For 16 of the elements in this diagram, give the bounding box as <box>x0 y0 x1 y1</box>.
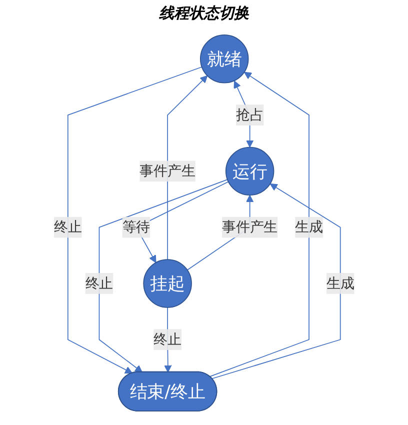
edge-label: 终止 <box>85 274 114 291</box>
arrow <box>167 74 208 260</box>
edge-label: 生成 <box>326 274 354 291</box>
edge-label: 事件产生 <box>140 162 196 179</box>
node-circle: 挂起 <box>143 258 192 308</box>
edge-label: 生成 <box>294 218 323 235</box>
edge-label: 事件产生 <box>222 218 278 235</box>
edge-label: 抢占 <box>236 106 264 122</box>
diagram-title: 线程状态切换 <box>158 4 250 23</box>
node-circle: 运行 <box>225 146 274 196</box>
edge-label: 终止 <box>54 218 82 235</box>
node-circle: 就绪 <box>200 34 249 83</box>
edge-label: 终止 <box>154 330 182 347</box>
arrow <box>212 182 341 379</box>
arrow <box>209 71 310 376</box>
edge-label: 等待 <box>122 218 150 235</box>
